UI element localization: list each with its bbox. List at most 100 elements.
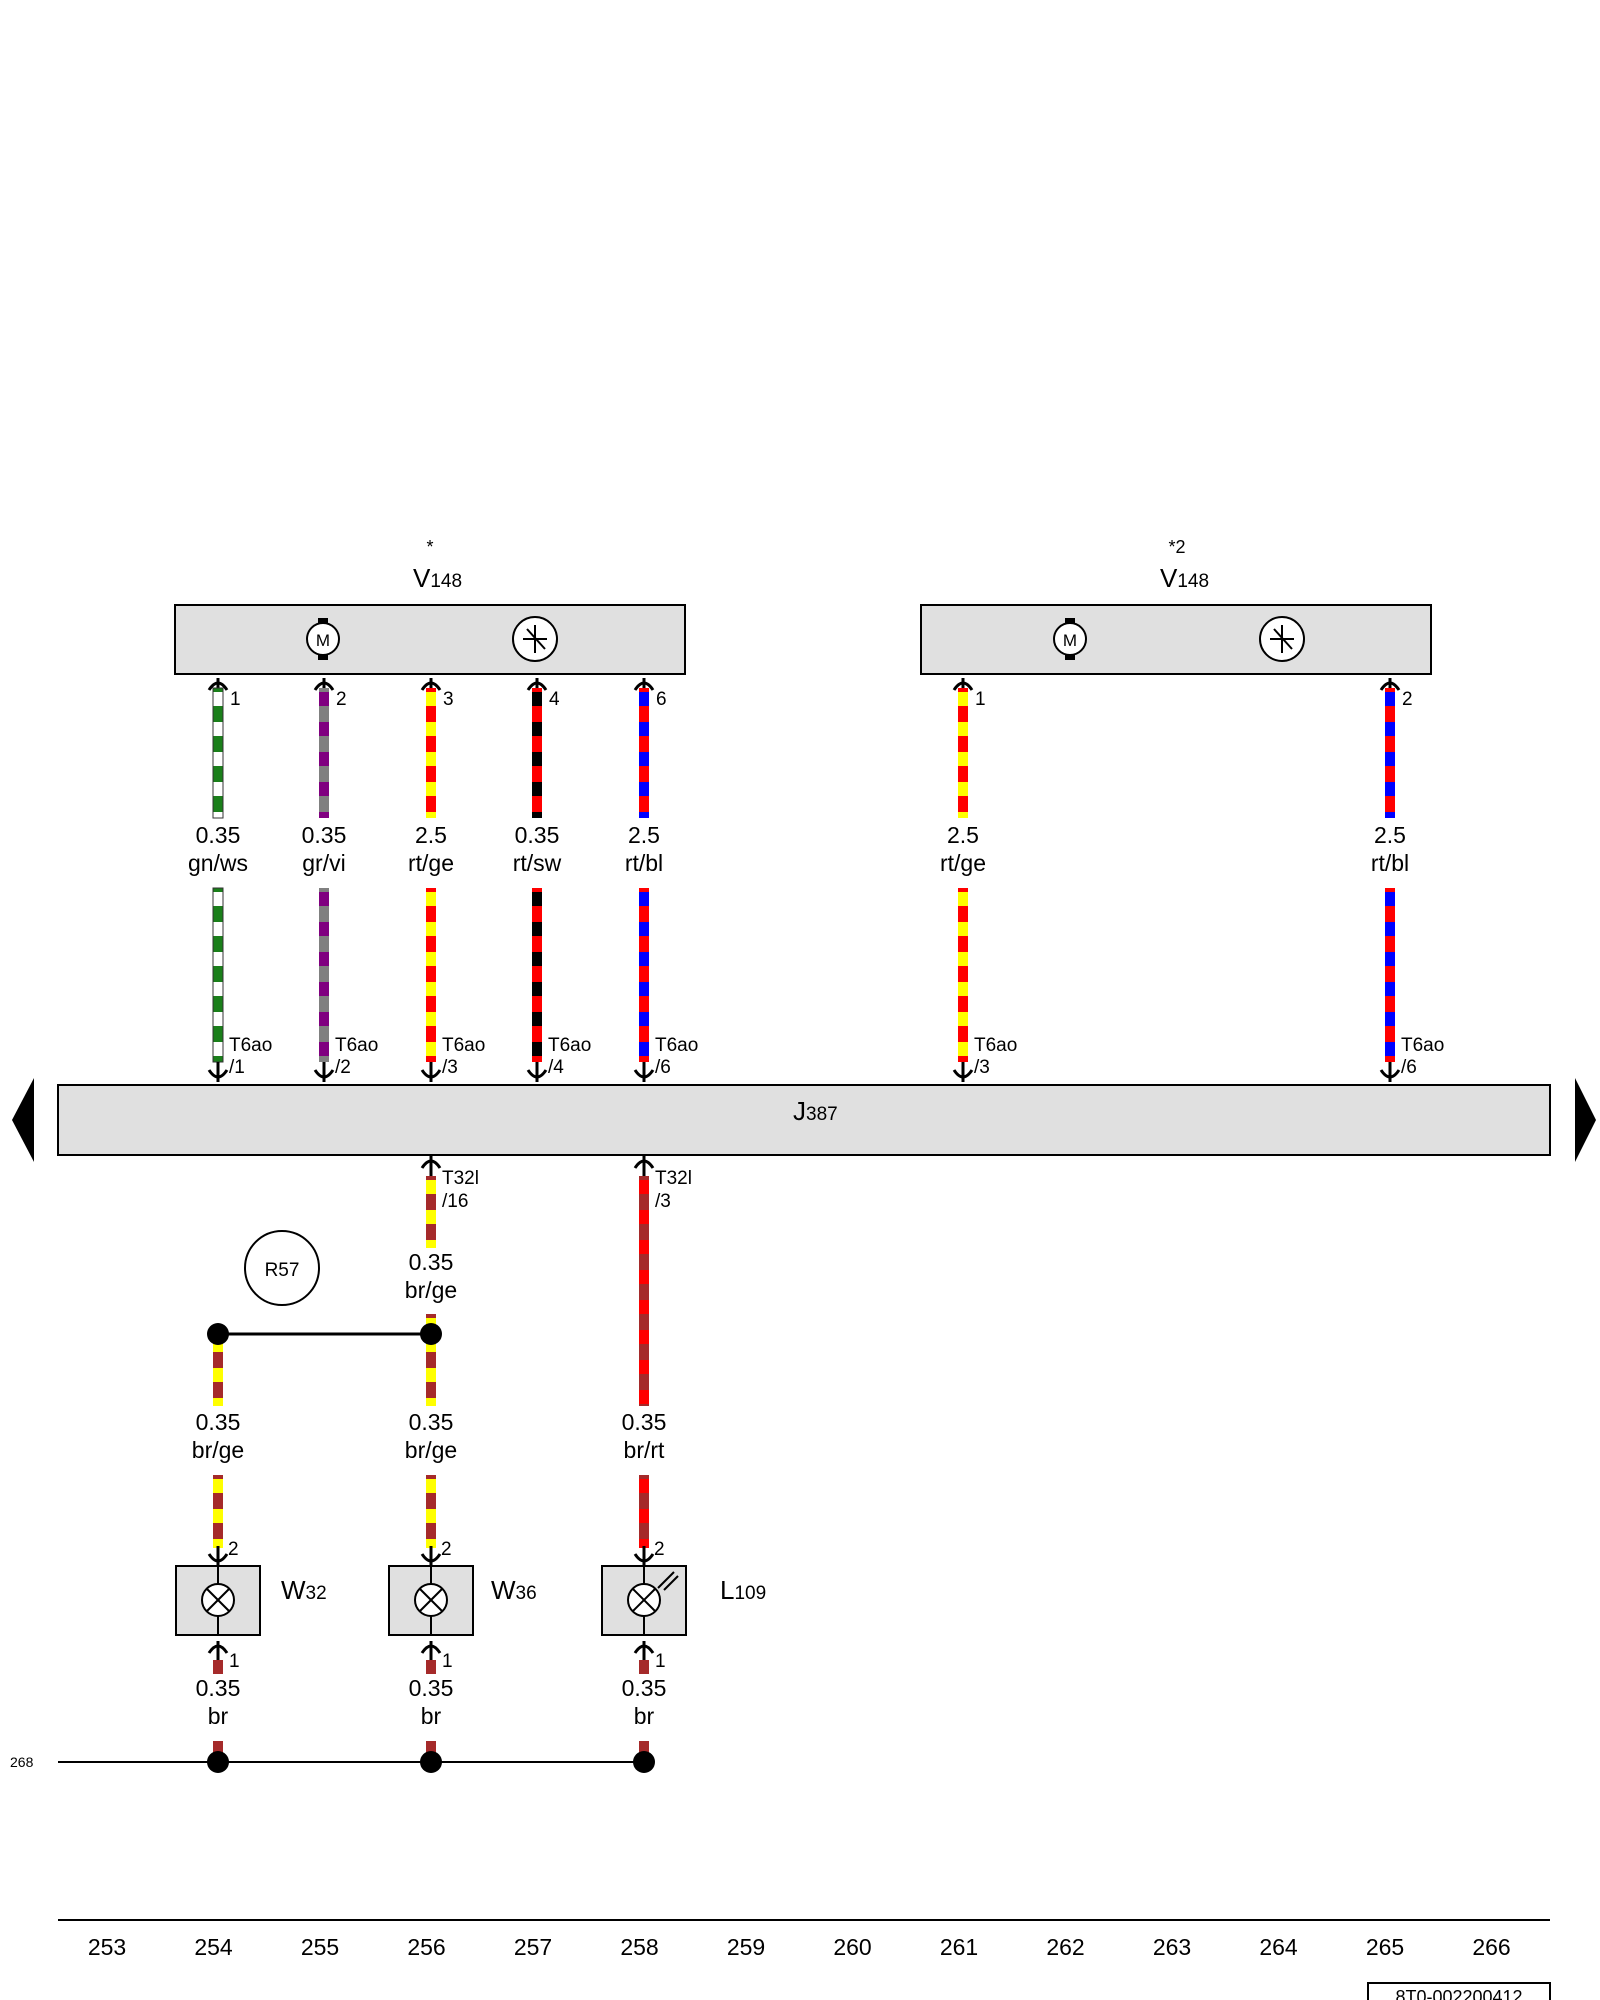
wire-segment: [426, 1475, 436, 1548]
wire-segment: [319, 888, 329, 1062]
connector-pin-label: /3: [974, 1057, 990, 1078]
connector-pin-label: /1: [229, 1057, 245, 1078]
sensor-icon: [1259, 616, 1305, 662]
pin-connector-icon: [420, 1062, 442, 1082]
w36-sub: 36: [516, 1583, 537, 1604]
pin-label: 2: [1402, 689, 1413, 710]
pin-label: 2: [228, 1539, 239, 1560]
nav-left-arrow-icon[interactable]: [12, 1078, 34, 1162]
v148-left-box: [174, 604, 686, 675]
wire-segment: [426, 888, 436, 1062]
pin-label: 6: [656, 689, 667, 710]
axis-number: 261: [940, 1934, 978, 1960]
wire-color-label: rt/sw: [513, 850, 562, 876]
footer-code-box: [1367, 1982, 1551, 2000]
wire-segment: [639, 1475, 649, 1548]
w36-label: W36: [491, 1575, 537, 1605]
footer-code: 8T0-002200412: [1395, 1987, 1522, 2000]
pin-connector-icon: [420, 1641, 442, 1661]
wire-segment: [958, 688, 968, 818]
axis-number: 266: [1472, 1934, 1510, 1960]
connector-label: T32l: [655, 1168, 692, 1189]
axis-number: 259: [727, 1934, 765, 1960]
l109-name: L: [720, 1575, 734, 1605]
connector-pin-label: /3: [655, 1191, 671, 1212]
wire-size-label: 0.35: [409, 1675, 454, 1701]
pin-connector-icon: [1379, 1062, 1401, 1082]
connector-label: T6ao: [548, 1035, 591, 1056]
wire-segment: [213, 1475, 223, 1548]
nav-right-arrow-icon[interactable]: [1575, 1078, 1596, 1162]
wire-color-label: rt/ge: [408, 850, 454, 876]
wire-size-label: 0.35: [622, 1409, 667, 1435]
wire-size-label: 0.35: [196, 1675, 241, 1701]
w32-label: W32: [281, 1575, 327, 1605]
connector-pin-label: /2: [335, 1057, 351, 1078]
axis-number: 253: [88, 1934, 126, 1960]
wire-size-label: 2.5: [415, 822, 447, 848]
w32-sub: 32: [306, 1583, 327, 1604]
axis-number: 263: [1153, 1934, 1191, 1960]
r57-label: R57: [265, 1260, 300, 1281]
wire-segment: [426, 688, 436, 818]
wire-color-label: br: [208, 1703, 229, 1729]
wire-segment: [212, 887, 224, 1063]
pin-connector-icon: [633, 1641, 655, 1661]
connector-label: T6ao: [442, 1035, 485, 1056]
axis-number: 255: [301, 1934, 339, 1960]
wire-segment: [532, 888, 542, 1062]
junction-dot: [207, 1323, 229, 1345]
pin-label: 1: [229, 1651, 240, 1672]
pin-connector-icon: [313, 1062, 335, 1082]
bottom-wires: T32l/16T32l/30.35br/ge0.35br/ge20.35br/g…: [192, 1156, 692, 1566]
j387-label: J387: [793, 1096, 838, 1126]
wire-color-label: br/rt: [624, 1437, 666, 1463]
wire-segment: [639, 1176, 649, 1406]
wire-color-label: br: [421, 1703, 442, 1729]
l109-sub: 109: [734, 1583, 766, 1604]
axis-number: 254: [194, 1934, 233, 1960]
sensor-icon: [512, 616, 558, 662]
pin-label: 2: [441, 1539, 452, 1560]
wire-size-label: 2.5: [628, 822, 660, 848]
lamp-icon: [414, 1583, 448, 1617]
connector-pin-label: /4: [548, 1057, 564, 1078]
wire-size-label: 0.35: [515, 822, 560, 848]
pin-label: 1: [442, 1651, 453, 1672]
connector-pin-label: /16: [442, 1191, 468, 1212]
wire-segment: [212, 687, 224, 819]
axis-number: 264: [1259, 1934, 1298, 1960]
axis-number: 265: [1366, 1934, 1404, 1960]
j387-box: [57, 1084, 1551, 1156]
wire-size-label: 0.35: [302, 822, 347, 848]
w36-name: W: [491, 1575, 516, 1605]
pin-connector-icon: [633, 1062, 655, 1082]
pin-connector-icon: [952, 1062, 974, 1082]
ground-ref: 268: [10, 1754, 34, 1770]
v148-left-sub: 148: [430, 571, 462, 592]
v148-right-sub: 148: [1177, 571, 1209, 592]
wire-segment: [426, 1176, 436, 1248]
j387-sub: 387: [806, 1104, 838, 1125]
axis-number: 258: [620, 1934, 658, 1960]
l109-component: L109: [601, 1565, 766, 1636]
wire-color-label: rt/bl: [625, 850, 663, 876]
wire-segment: [319, 688, 329, 818]
j387-name: J: [793, 1096, 806, 1126]
v148-left-label: V148: [413, 563, 462, 593]
v148-right-box: [920, 604, 1432, 675]
pin-connector-icon: [633, 1156, 655, 1176]
wire-segment: [1385, 688, 1395, 818]
pin-label: 1: [655, 1651, 666, 1672]
pin-connector-icon: [207, 1062, 229, 1082]
pin-connector-icon: [207, 1546, 229, 1566]
wire-color-label: br/ge: [192, 1437, 244, 1463]
junction-dot: [420, 1323, 442, 1345]
wire-segment: [1385, 888, 1395, 1062]
w36-component: W36: [388, 1565, 537, 1636]
wire-color-label: rt/ge: [940, 850, 986, 876]
wire-segment: [639, 888, 649, 1062]
